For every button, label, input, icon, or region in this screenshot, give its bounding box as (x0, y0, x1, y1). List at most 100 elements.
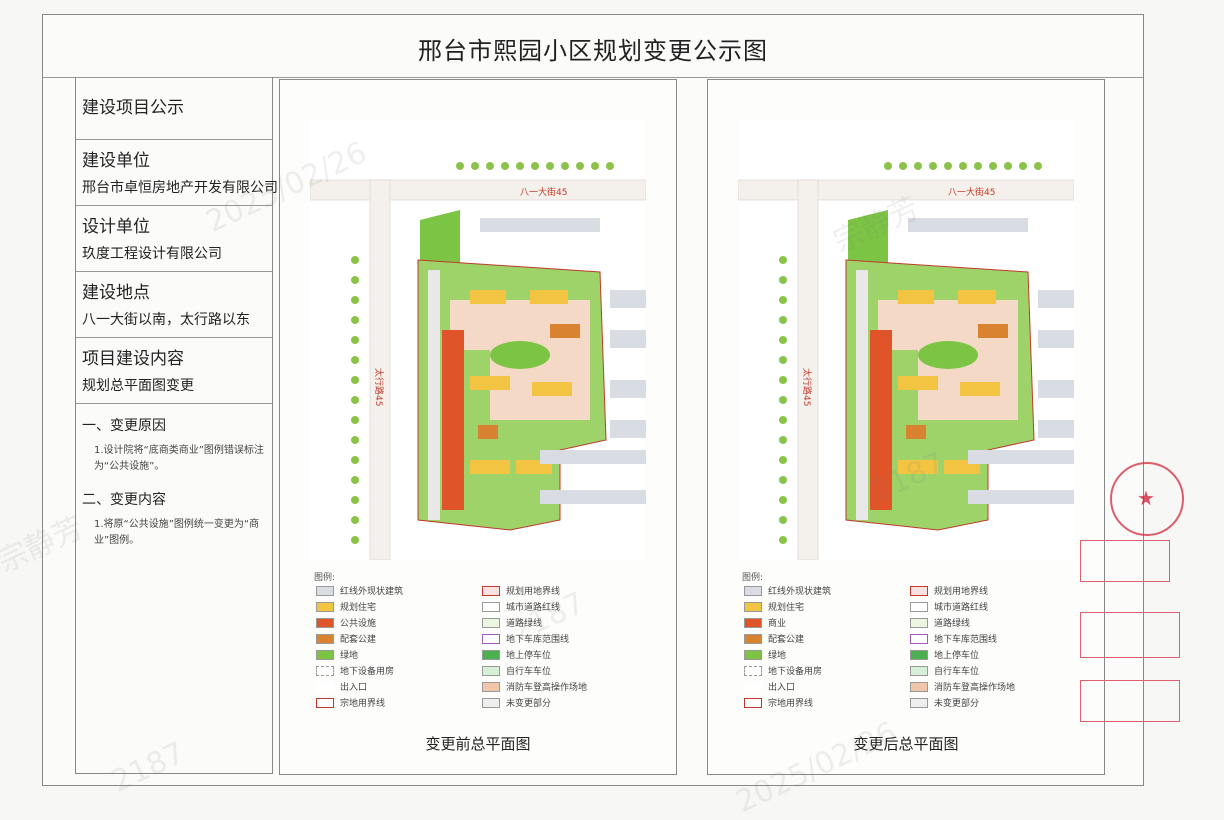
legend-swatch (910, 585, 928, 596)
residential-1 (898, 290, 934, 304)
legend-item: 地下设备用房 (316, 664, 394, 677)
legend-label: 地上停车位 (506, 651, 552, 661)
legend-label: 规划住宅 (340, 603, 377, 613)
designer-label: 设计单位 (82, 217, 150, 237)
legend-label: 未变更部分 (934, 699, 980, 709)
builder-label: 建设单位 (82, 151, 150, 171)
builder-cell: 建设单位 邢台市卓恒房地产开发有限公司 (76, 140, 278, 206)
residential-3 (898, 376, 938, 390)
residential-2 (958, 290, 996, 304)
legend-label: 地下车库范围线 (506, 635, 570, 645)
legend-swatch (744, 585, 762, 596)
legend-swatch (316, 681, 334, 692)
legend-item: 未变更部分 (910, 696, 979, 709)
legend-item: 未变更部分 (482, 696, 551, 709)
legend-label: 地上停车位 (934, 651, 980, 661)
legend-item: 消防车登高操作场地 (910, 680, 1015, 693)
legend-swatch (316, 617, 334, 628)
facility-block (550, 324, 580, 338)
legend-swatch (482, 601, 500, 612)
legend-swatch (744, 649, 762, 660)
content-cell: 项目建设内容 规划总平面图变更 (76, 338, 272, 404)
legend-item: 规划用地界线 (910, 584, 988, 597)
legend-item: 配套公建 (744, 632, 804, 645)
legend-label: 红线外现状建筑 (340, 587, 404, 597)
content-text: 1.将原“公共设施”图例统一变更为“商业”图例。 (94, 519, 260, 546)
legend-swatch (316, 649, 334, 660)
legend-item: 公共设施 (316, 616, 376, 629)
panel-after: 八一大街45 太行路45 (707, 79, 1105, 775)
legend-swatch (744, 681, 762, 692)
legend-item: 宗地用界线 (744, 696, 813, 709)
street-trees (779, 162, 1042, 544)
road-bayi (738, 179, 1074, 201)
existing-buildings (908, 218, 1074, 504)
street-label-west: 太行路45 (801, 368, 813, 406)
legend-swatch (316, 665, 334, 676)
legend-item: 规划住宅 (316, 600, 376, 613)
legend-swatch (910, 649, 928, 660)
legend-item: 城市道路红线 (482, 600, 560, 613)
legend-item: 消防车登高操作场地 (482, 680, 587, 693)
legend-item: 地下车库范围线 (910, 632, 997, 645)
location-label: 建设地点 (82, 283, 150, 303)
legend-swatch (482, 617, 500, 628)
legend-item: 规划用地界线 (482, 584, 560, 597)
legend-swatch (744, 697, 762, 708)
legend-swatch (744, 665, 762, 676)
residential-2 (530, 290, 568, 304)
legend-label: 道路绿线 (934, 619, 971, 629)
legend-swatch (910, 697, 928, 708)
west-strip (428, 270, 440, 520)
legend-item: 绿地 (316, 648, 358, 661)
reason-title: 一、变更原因 (82, 418, 166, 434)
approval-stamps (1080, 520, 1190, 722)
legend-swatch (910, 601, 928, 612)
legend-swatch (744, 617, 762, 628)
legend-label: 宗地用界线 (768, 699, 814, 709)
legend-swatch (482, 633, 500, 644)
legend-label: 绿地 (768, 651, 787, 661)
legend-label: 公共设施 (340, 619, 377, 629)
legend-label: 出入口 (768, 683, 796, 693)
content-value: 规划总平面图变更 (82, 378, 194, 394)
company-seal: ★ (1110, 462, 1184, 536)
builder-value: 邢台市卓恒房地产开发有限公司 (82, 180, 278, 196)
residential-5 (470, 460, 510, 474)
legend-item: 红线外现状建筑 (744, 584, 831, 597)
stamp-box (1080, 612, 1180, 658)
legend-item: 地下车库范围线 (482, 632, 569, 645)
notice-sheet: 邢台市熙园小区规划变更公示图 建设项目公示 建设单位 邢台市卓恒房地产开发有限公… (42, 14, 1144, 786)
legend-swatch (482, 649, 500, 660)
street-label-west: 太行路45 (373, 368, 385, 406)
page-title: 邢台市熙园小区规划变更公示图 (418, 37, 768, 65)
residential-4 (532, 382, 572, 396)
road-taihang (369, 179, 391, 560)
legend-swatch (482, 681, 500, 692)
legend-item: 出入口 (316, 680, 367, 693)
legend-item: 自行车车位 (482, 664, 551, 677)
legend-item: 地上停车位 (910, 648, 979, 661)
legend-label: 绿地 (340, 651, 359, 661)
legend-label: 规划住宅 (768, 603, 805, 613)
legend-label: 未变更部分 (506, 699, 552, 709)
street-label-north: 八一大街45 (520, 186, 567, 198)
stamp-box (1080, 680, 1180, 722)
legend-label: 自行车车位 (506, 667, 552, 677)
panel-before: 八一大街45 太行路45 (279, 79, 677, 775)
legend-label: 自行车车位 (934, 667, 980, 677)
legend-label: 城市道路红线 (934, 603, 989, 613)
residential-5 (898, 460, 938, 474)
caption-after: 变更后总平面图 (853, 735, 959, 753)
central-green (490, 341, 550, 369)
green-corner (420, 210, 460, 270)
street-trees (351, 162, 614, 544)
road-bayi (310, 179, 646, 201)
content-label: 项目建设内容 (82, 349, 184, 369)
residential-3 (470, 376, 510, 390)
legend-label: 配套公建 (340, 635, 377, 645)
legend-label: 商业 (768, 619, 787, 629)
street-label-north: 八一大街45 (948, 186, 995, 198)
title-divider (43, 77, 1143, 78)
stamp-box (1080, 540, 1170, 582)
